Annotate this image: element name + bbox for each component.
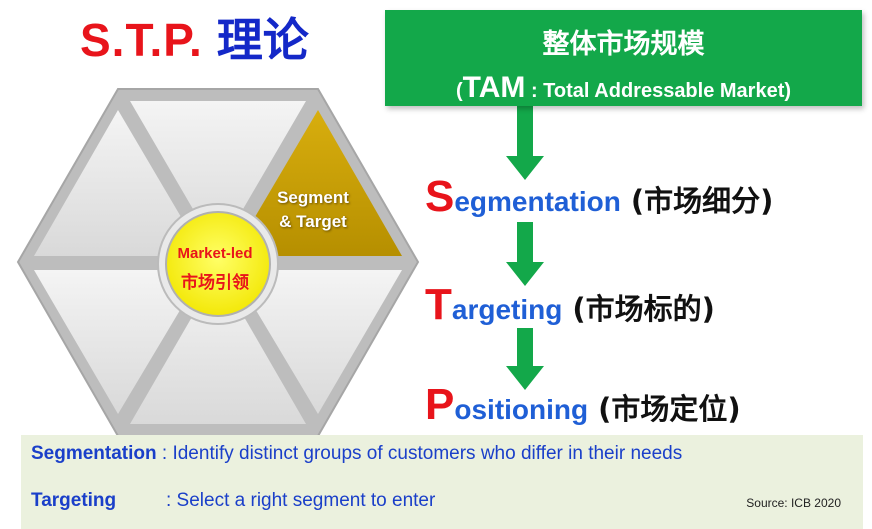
- segment-top-left: [34, 110, 204, 256]
- highlight-label-line2: & Target: [279, 212, 347, 231]
- tam-expansion: : Total Addressable Market): [525, 80, 792, 102]
- arrow-s-to-t: [506, 222, 544, 286]
- definition-segmentation: Segmentation : Identify distinct groups …: [31, 443, 682, 465]
- step-initial: S: [425, 172, 455, 221]
- definition-term: Targeting: [31, 490, 117, 511]
- step-word: ositioning: [454, 394, 589, 425]
- step-segmentation: S egmentation (市场细分): [425, 172, 773, 222]
- arrow-tam-to-s: [506, 106, 544, 180]
- center-label-line1: Market-led: [177, 245, 253, 262]
- step-targeting: T argeting (市场标的): [425, 280, 715, 330]
- step-cn: (市场定位): [598, 392, 741, 426]
- definition-term: Segmentation: [31, 443, 157, 464]
- segment-top-right: [232, 110, 402, 256]
- segment-bottom: [130, 272, 306, 424]
- step-cn: (市场标的): [572, 292, 715, 326]
- tam-box: 整体市场规模 (TAM : Total Addressable Market): [385, 10, 862, 106]
- step-word: egmentation: [454, 186, 621, 217]
- definition-targeting: Targeting : Select a right segment to ent…: [31, 490, 435, 512]
- tam-open-paren: (: [455, 80, 463, 102]
- page-title: S.T.P. 理论: [80, 4, 309, 66]
- step-word: argeting: [451, 294, 563, 325]
- step-initial: P: [425, 380, 455, 429]
- arrow-t-to-p: [506, 328, 544, 390]
- tam-acronym: TAM: [462, 71, 526, 104]
- step-cn: (市场细分): [630, 184, 774, 218]
- segment-bottom-left: [34, 270, 204, 414]
- tam-title: 整体市场规模: [542, 29, 705, 60]
- title-cn: 理论: [216, 14, 309, 66]
- segment-top: [130, 101, 306, 252]
- definition-text: : Identify distinct groups of customers …: [156, 443, 683, 464]
- title-stp: S.T.P.: [80, 14, 203, 66]
- tam-subtitle: (TAM : Total Addressable Market): [385, 71, 862, 105]
- definitions-box: Segmentation : Identify distinct groups …: [21, 435, 863, 529]
- center-circle: [165, 211, 271, 317]
- segment-bottom-right: [232, 270, 402, 414]
- step-initial: T: [425, 280, 452, 329]
- step-positioning: P ositioning (市场定位): [425, 380, 741, 430]
- source-note: Source: ICB 2020: [746, 496, 841, 510]
- highlight-label-line1: Segment: [277, 188, 349, 207]
- center-label-line2: 市场引领: [181, 273, 249, 293]
- definition-text: : Select a right segment to enter: [166, 490, 436, 511]
